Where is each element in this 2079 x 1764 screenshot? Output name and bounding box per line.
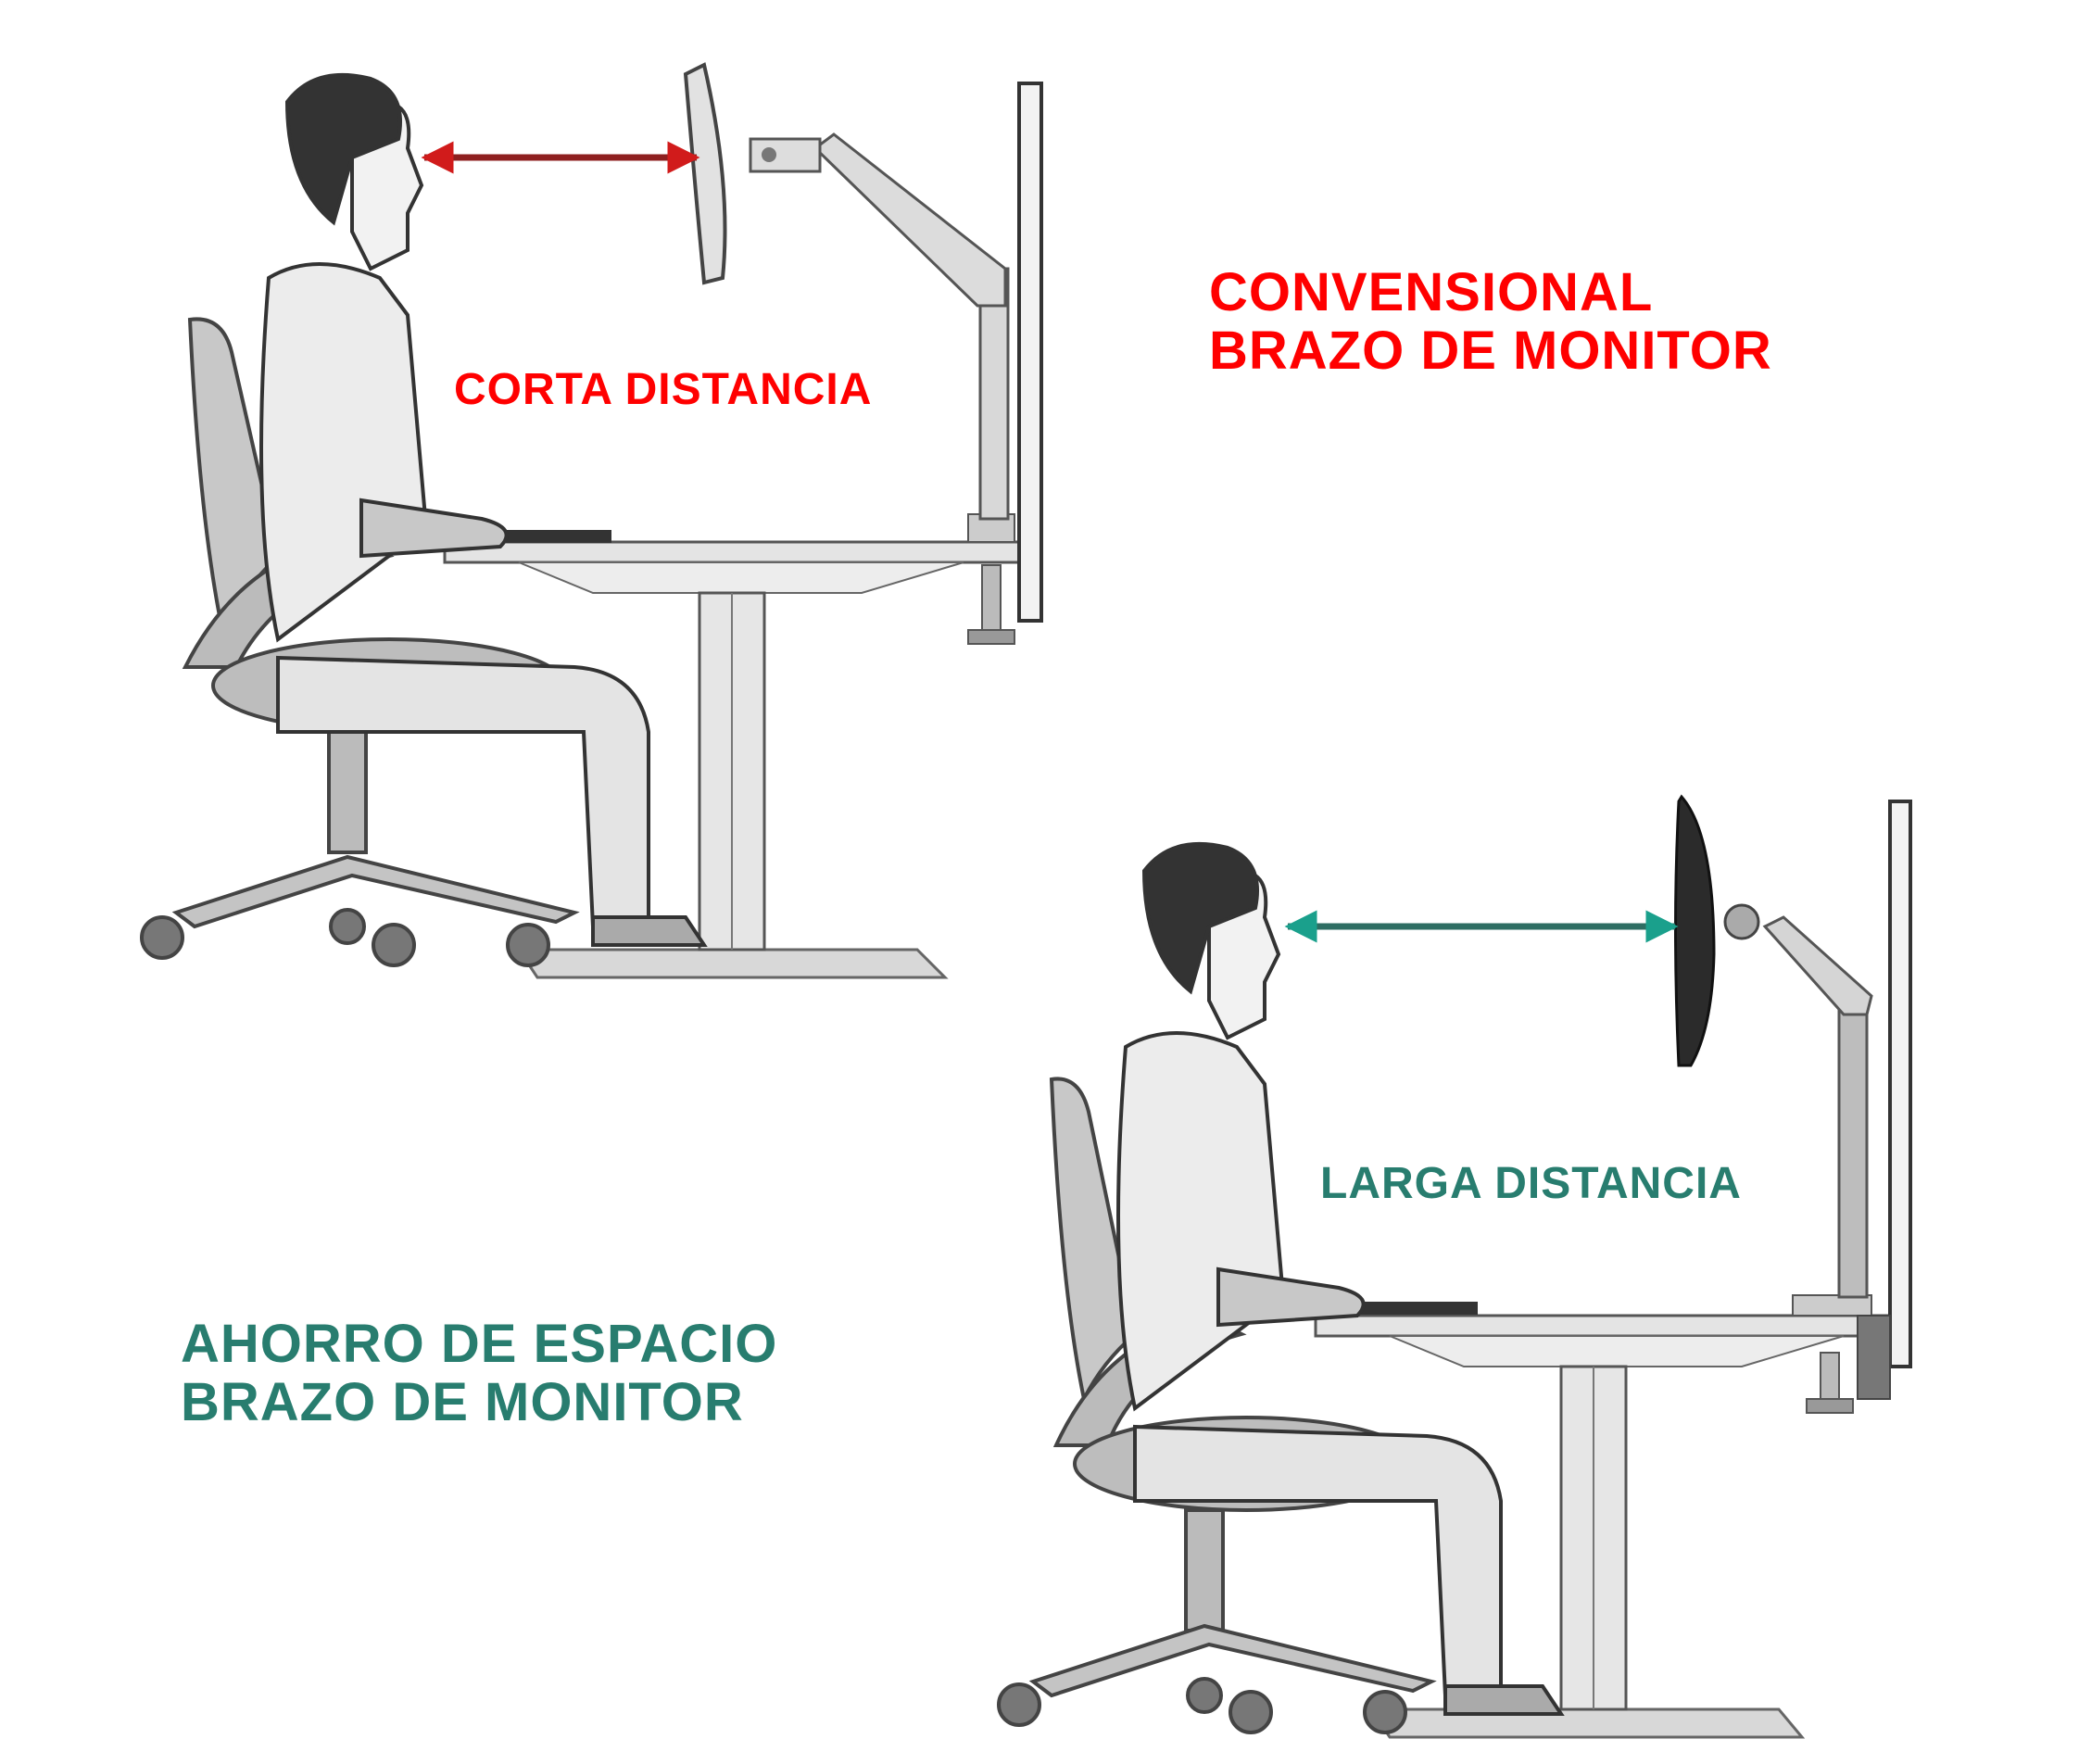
bottom-person (1116, 841, 1565, 1716)
monitor-arm (1762, 915, 1873, 1016)
title-line-1: AHORRO DE ESPACIO (181, 1314, 778, 1374)
title-line-1: CONVENSIONAL (1209, 262, 1654, 322)
keyboard (1353, 1302, 1478, 1315)
conventional-arm-title: CONVENSIONAL BRAZO DE MONITOR (1209, 262, 1772, 381)
monitor-arm-pole (978, 267, 1010, 521)
monitor (1674, 794, 1716, 1067)
wall-panel (1017, 82, 1043, 623)
monitor (683, 62, 727, 285)
top-person (259, 72, 708, 947)
desk-top (1314, 1314, 1901, 1338)
title-line-2: BRAZO DE MONITOR (1209, 320, 1772, 381)
top-workstation (140, 62, 1043, 979)
floor-mat (516, 948, 949, 979)
bottom-workstation (997, 794, 1912, 1739)
long-distance-label: LARGA DISTANCIA (1320, 1159, 1742, 1208)
title-line-2: BRAZO DE MONITOR (181, 1371, 744, 1432)
keyboard (491, 530, 611, 543)
floor-mat (1368, 1707, 1806, 1739)
short-distance-label: CORTA DISTANCIA (454, 365, 873, 414)
monitor-arm (813, 132, 1007, 308)
monitor-arm-pole (1837, 1003, 1869, 1299)
desk-top (443, 540, 1021, 564)
space-saving-arm-title: AHORRO DE ESPACIO BRAZO DE MONITOR (181, 1314, 778, 1432)
wall-panel (1888, 800, 1912, 1368)
